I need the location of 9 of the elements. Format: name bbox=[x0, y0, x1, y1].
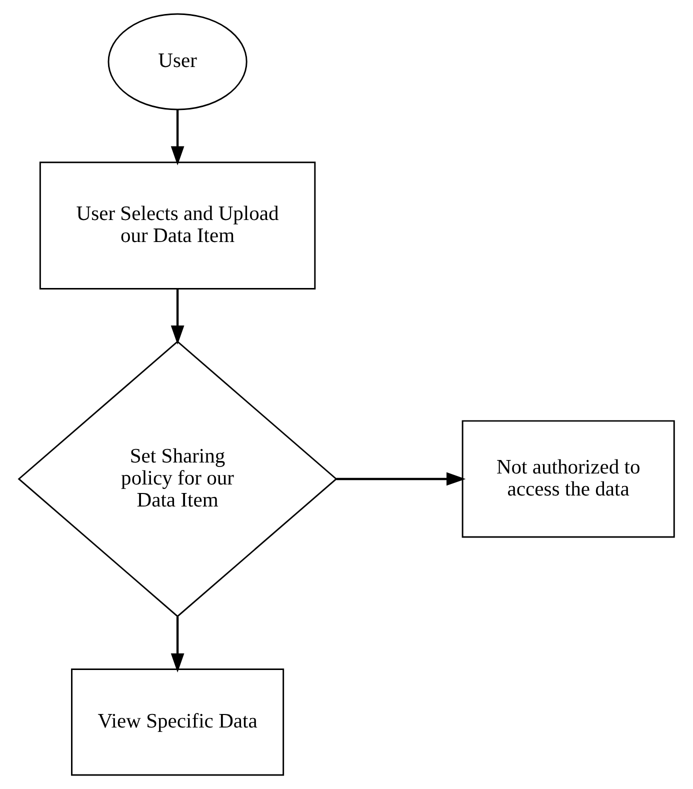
node-box: Not authorized to access the data bbox=[462, 420, 675, 538]
arrow bbox=[170, 616, 184, 673]
node-box: User Selects and Upload our Data Item bbox=[39, 162, 316, 290]
node-box: View Specific Data bbox=[71, 668, 284, 776]
node-ellipse: User bbox=[108, 13, 248, 110]
arrow bbox=[336, 472, 466, 486]
arrow bbox=[170, 288, 184, 345]
arrow bbox=[170, 110, 184, 166]
node-diamond: Set Sharing policy for our Data Item bbox=[18, 340, 338, 618]
